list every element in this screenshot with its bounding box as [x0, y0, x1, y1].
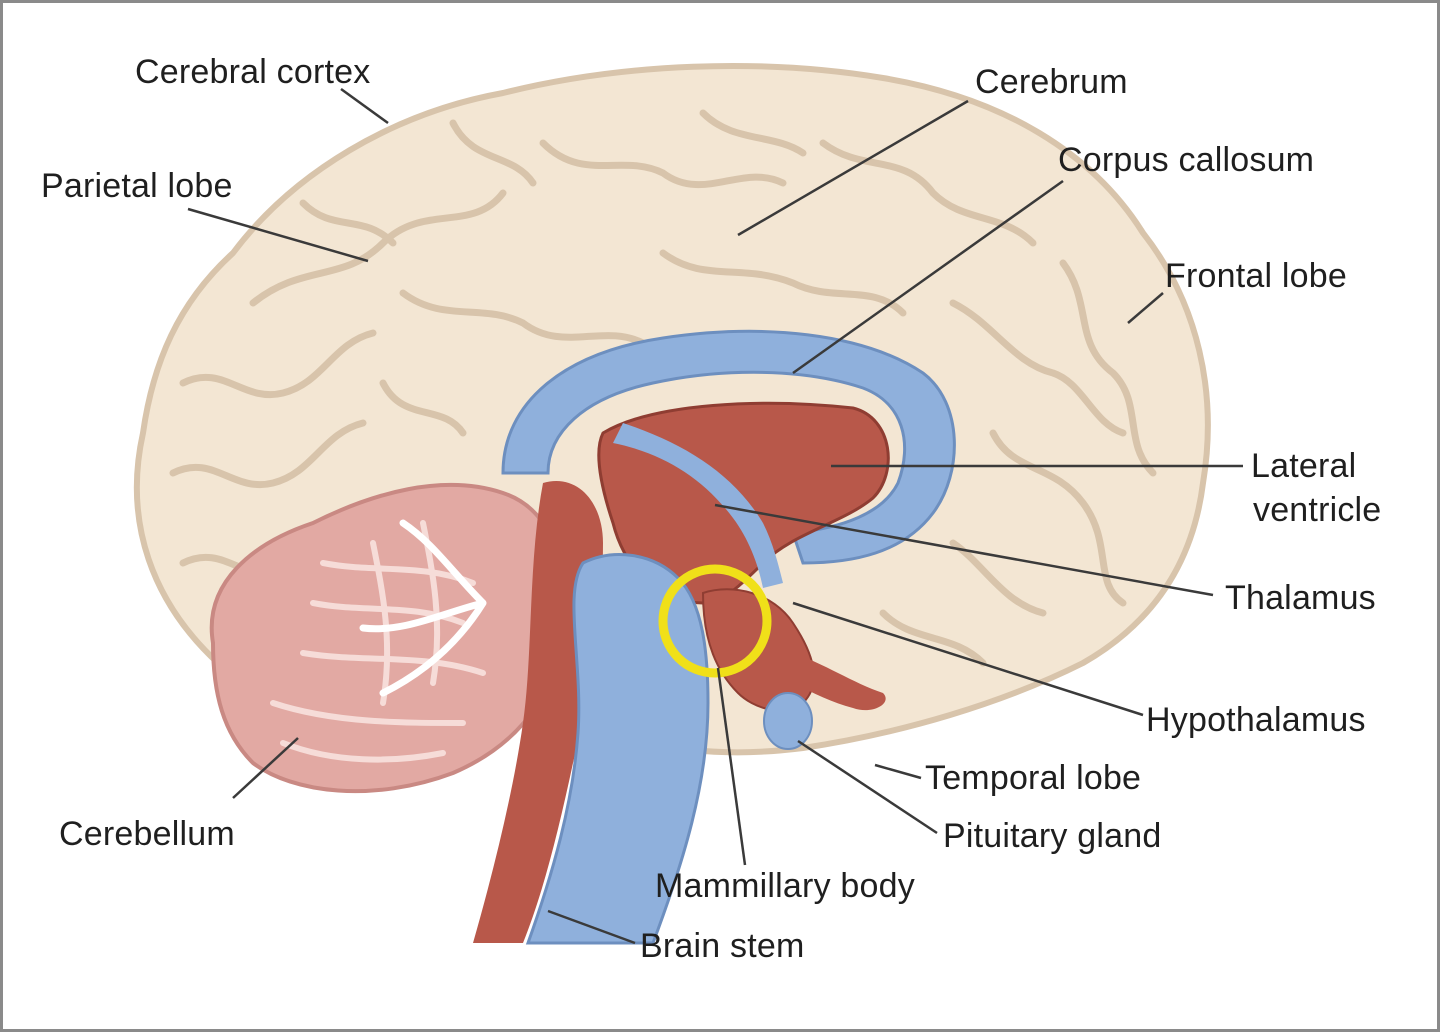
brain-stem-shape — [525, 553, 710, 945]
label-pituitary-gland: Pituitary gland — [943, 817, 1162, 855]
label-cerebral-cortex: Cerebral cortex — [135, 53, 371, 91]
brain-illustration — [133, 63, 1243, 945]
highlight-circle-icon — [658, 564, 772, 678]
brainstem-red-tissue — [473, 481, 603, 943]
fornix-shape — [613, 423, 783, 588]
label-lateral-ventricle-line1: Lateral — [1251, 447, 1357, 485]
label-parietal-lobe: Parietal lobe — [41, 167, 233, 205]
cerebellum-white-matter — [359, 519, 487, 697]
optic-region-shape — [793, 653, 886, 711]
label-temporal-lobe: Temporal lobe — [925, 759, 1142, 797]
label-hypothalamus: Hypothalamus — [1146, 701, 1366, 739]
label-lateral-ventricle-line2: ventricle — [1253, 491, 1382, 529]
leader-lines — [187, 87, 1243, 945]
label-thalamus: Thalamus — [1225, 579, 1376, 617]
corpus-callosum-shape — [501, 329, 956, 565]
label-brain-stem: Brain stem — [640, 927, 805, 965]
label-frontal-lobe: Frontal lobe — [1165, 257, 1347, 295]
label-cerebellum: Cerebellum — [59, 815, 235, 853]
pituitary-gland-shape — [763, 692, 813, 750]
label-corpus-callosum: Corpus callosum — [1058, 141, 1315, 179]
label-mammillary-body: Mammillary body — [655, 867, 915, 905]
label-cerebrum: Cerebrum — [975, 63, 1128, 101]
